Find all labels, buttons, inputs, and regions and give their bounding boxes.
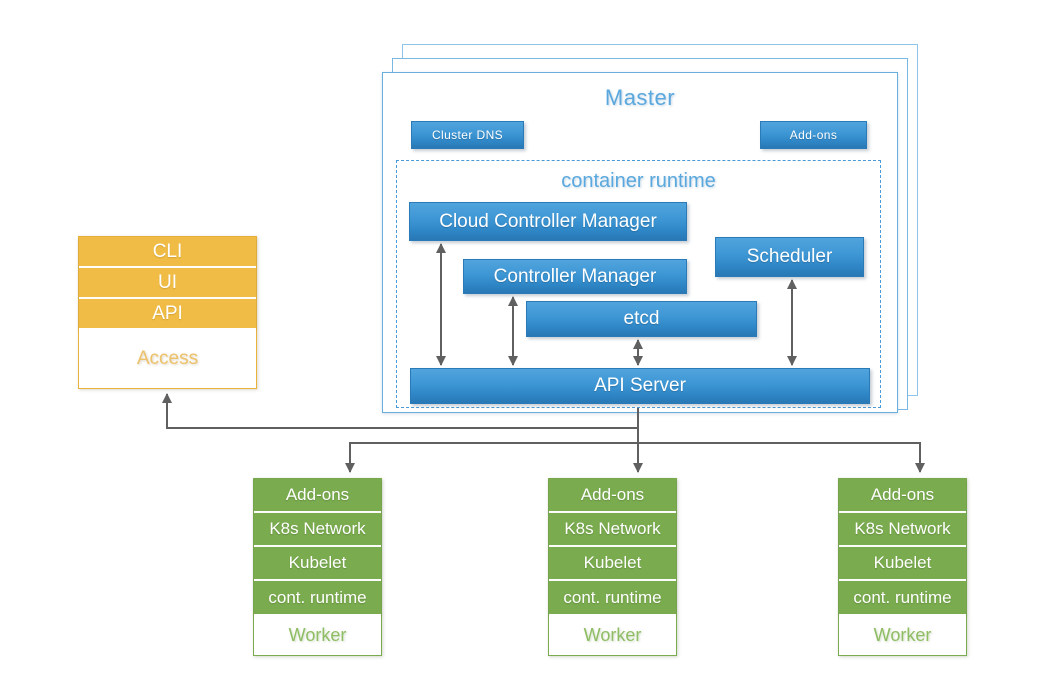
access-footer-label: Access bbox=[79, 330, 256, 388]
worker-node-2: Add-ons K8s Network Kubelet cont. runtim… bbox=[548, 478, 677, 656]
worker-row-addons[interactable]: Add-ons bbox=[549, 479, 676, 513]
worker-row-kubelet[interactable]: Kubelet bbox=[839, 547, 966, 581]
worker-row-k8s-network[interactable]: K8s Network bbox=[839, 513, 966, 547]
access-stack: CLI UI API Access bbox=[78, 236, 257, 389]
worker-row-addons[interactable]: Add-ons bbox=[254, 479, 381, 513]
worker-row-cont-runtime[interactable]: cont. runtime bbox=[839, 581, 966, 616]
master-addons-box[interactable]: Add-ons bbox=[760, 121, 867, 149]
connector-apiserver-to-worker-bus bbox=[345, 408, 639, 473]
cloud-controller-manager-box[interactable]: Cloud Controller Manager bbox=[409, 202, 687, 241]
worker-footer-label: Worker bbox=[839, 616, 966, 655]
access-row-api[interactable]: API bbox=[79, 299, 256, 330]
api-server-box[interactable]: API Server bbox=[410, 368, 870, 404]
worker-row-addons[interactable]: Add-ons bbox=[839, 479, 966, 513]
worker-row-cont-runtime[interactable]: cont. runtime bbox=[549, 581, 676, 616]
worker-footer-label: Worker bbox=[549, 616, 676, 655]
worker-row-kubelet[interactable]: Kubelet bbox=[549, 547, 676, 581]
worker-node-3: Add-ons K8s Network Kubelet cont. runtim… bbox=[838, 478, 967, 656]
cluster-dns-box[interactable]: Cluster DNS bbox=[411, 121, 524, 149]
worker-node-1: Add-ons K8s Network Kubelet cont. runtim… bbox=[253, 478, 382, 656]
worker-row-k8s-network[interactable]: K8s Network bbox=[254, 513, 381, 547]
connector-bus-to-worker-3 bbox=[638, 442, 925, 473]
worker-footer-label: Worker bbox=[254, 616, 381, 655]
controller-manager-box[interactable]: Controller Manager bbox=[463, 259, 687, 294]
scheduler-box[interactable]: Scheduler bbox=[715, 237, 864, 277]
access-row-ui[interactable]: UI bbox=[79, 268, 256, 299]
access-row-cli[interactable]: CLI bbox=[79, 237, 256, 268]
etcd-box[interactable]: etcd bbox=[526, 301, 757, 337]
master-title: Master bbox=[604, 85, 676, 110]
worker-row-k8s-network[interactable]: K8s Network bbox=[549, 513, 676, 547]
worker-row-kubelet[interactable]: Kubelet bbox=[254, 547, 381, 581]
container-runtime-title: container runtime bbox=[561, 170, 716, 192]
worker-row-cont-runtime[interactable]: cont. runtime bbox=[254, 581, 381, 616]
